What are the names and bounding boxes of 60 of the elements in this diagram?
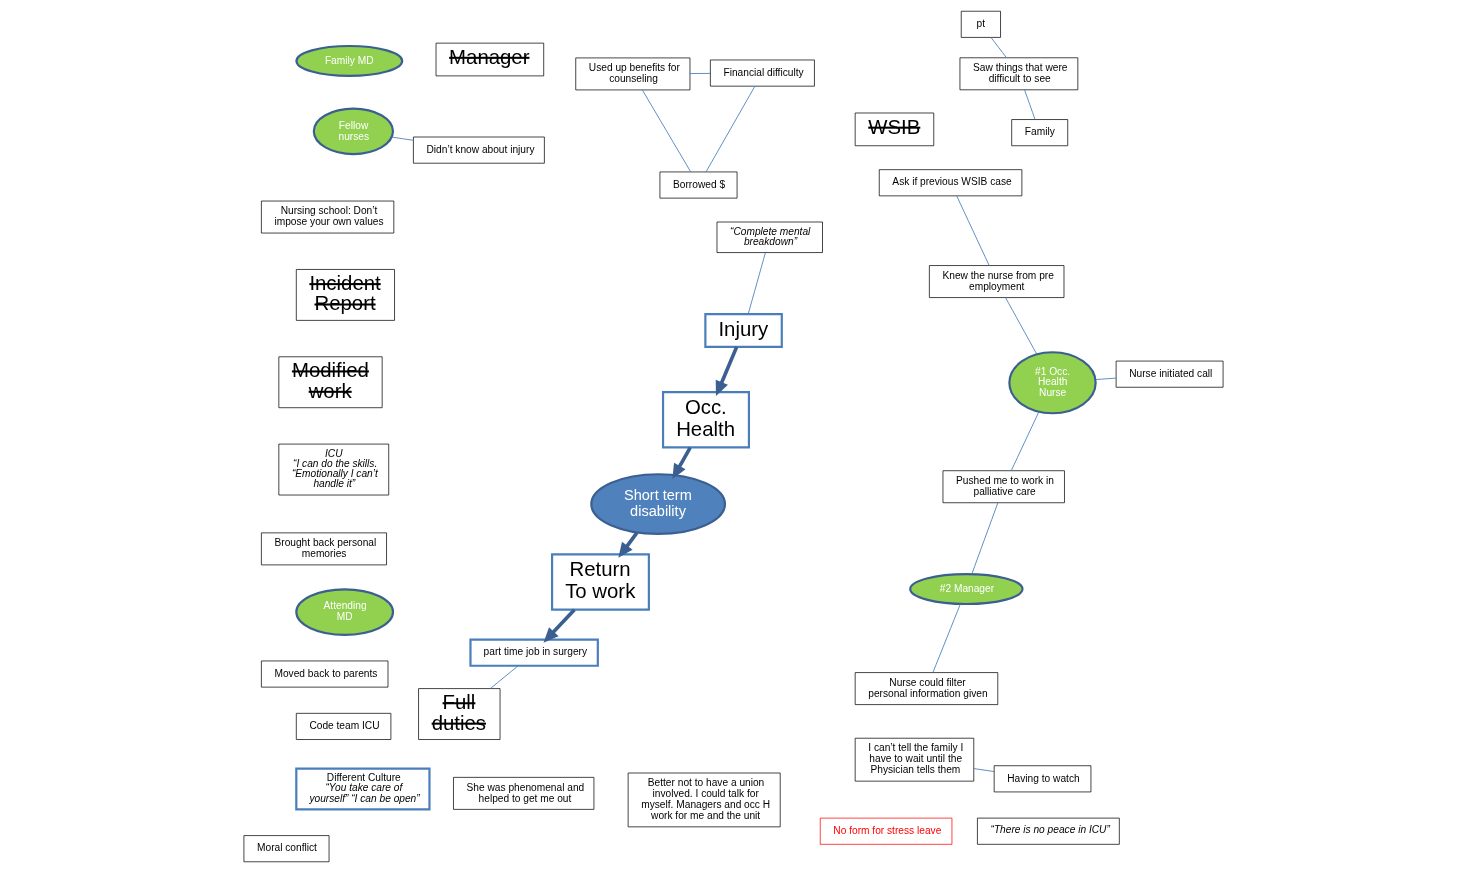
connector	[971, 502, 999, 575]
node-box: Knew the nurse from pre employment	[929, 265, 1065, 298]
connector	[1024, 89, 1036, 120]
node-box: part time job in surgery	[469, 638, 599, 667]
node-box: Incident Report	[295, 269, 395, 321]
connector	[1095, 377, 1117, 380]
node-box: Better not to have a union involved. I could talk for myself. Managers and occ H work for me and the unit	[627, 772, 781, 828]
connector	[489, 665, 519, 689]
connector	[956, 195, 990, 266]
connector	[973, 768, 995, 773]
node-box: She was phenomenal and helped to get me out	[453, 777, 595, 810]
arrow	[672, 446, 692, 480]
node-box: Nurse initiated call	[1115, 360, 1224, 388]
connector	[689, 72, 711, 74]
node-box: Occ. Health	[661, 391, 750, 449]
node-box: Injury	[704, 313, 783, 348]
node-box: Nurse could filter personal information given	[854, 672, 999, 705]
node-box: ICU “I can do the skills. “Emotionally I can’t handle it”	[278, 443, 390, 496]
node-box: Modified work	[278, 356, 383, 409]
node-box: Didn’t know about injury	[413, 136, 545, 164]
arrow	[618, 531, 639, 558]
node-box: WSIB	[854, 112, 935, 147]
node-box: Brought back personal memories	[261, 532, 387, 566]
node-box: Moral conflict	[243, 835, 330, 863]
arrow	[543, 608, 576, 643]
node-box: Manager	[435, 42, 545, 77]
node-box: Return To work	[551, 553, 650, 611]
node-box: I can’t tell the family I have to wait until the Physician tells them	[854, 737, 975, 782]
node-box: Family	[1011, 119, 1069, 147]
node-box: Code team ICU	[295, 712, 392, 740]
node-ellipse: #2 Manager	[909, 573, 1024, 606]
connector	[705, 85, 756, 173]
connector	[747, 252, 766, 315]
node-box: Saw things that were difficult to see	[959, 57, 1079, 91]
node-box: Having to watch	[993, 765, 1092, 793]
node-ellipse: Short term disability	[590, 473, 727, 536]
connector	[641, 89, 692, 173]
node-box: Nursing school: Don’t impose your own values	[261, 200, 395, 234]
node-box: “Complete mental breakdown”	[716, 221, 823, 253]
node-box: Full duties	[418, 688, 501, 740]
connector	[932, 603, 961, 673]
connector	[990, 37, 1007, 59]
connector	[391, 136, 414, 141]
node-box: Moved back to parents	[261, 660, 389, 688]
connector	[1010, 411, 1040, 471]
node-box: pt	[960, 10, 1001, 38]
connector	[1005, 297, 1038, 355]
node-box: No form for stress leave	[819, 817, 953, 845]
node-box: “There is no peace in ICU”	[977, 817, 1120, 845]
node-ellipse: #1 Occ. Health Nurse	[1008, 351, 1097, 415]
node-box: Different Culture “You take care of yourself” “I can be open”	[295, 767, 431, 811]
arrow	[715, 346, 739, 397]
node-box: Pushed me to work in palliative care	[942, 470, 1065, 504]
node-box: Financial difficulty	[710, 59, 815, 87]
node-box: Borrowed $	[659, 171, 738, 199]
node-ellipse: Family MD	[295, 44, 404, 77]
node-box: Used up benefits for counseling	[575, 57, 691, 91]
node-box: Ask if previous WSIB case	[878, 169, 1023, 197]
node-ellipse: Attending MD	[295, 588, 395, 636]
node-ellipse: Fellow nurses	[312, 107, 395, 156]
